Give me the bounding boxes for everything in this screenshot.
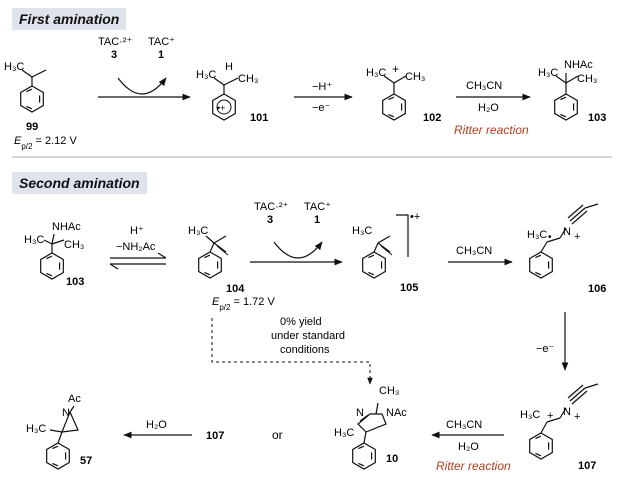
atom-label-h3c: H₃C — [188, 225, 208, 237]
reagent-label-3: 3 — [111, 49, 117, 61]
carbocation-plus: + — [392, 62, 399, 76]
reagent-h2o: H₂O — [458, 441, 479, 453]
reagent-tac-radical: TAC·²⁺ — [98, 36, 133, 48]
atom-label-ch3: CH₃ — [238, 73, 258, 85]
radical-cation-symbol: •+ — [410, 211, 420, 223]
compound-label-102: 102 — [423, 112, 441, 124]
nitrilium-plus: + — [574, 231, 580, 243]
molecule-103-start — [40, 233, 65, 280]
compound-label-101: 101 — [250, 112, 268, 124]
atom-label-nac: NAc — [386, 407, 407, 419]
molecule-105 — [362, 214, 409, 279]
reagent-ch3cn: CH₃CN — [446, 419, 482, 431]
atom-label-h3c: H₃C — [196, 69, 216, 81]
atom-label-h3c: H₃C — [352, 225, 372, 237]
molecule-101 — [212, 77, 239, 121]
molecule-99 — [20, 69, 47, 113]
compound-label-57: 57 — [80, 455, 92, 467]
section-header-second-amination: Second amination — [12, 172, 147, 194]
yield-annotation-line3: conditions — [280, 344, 330, 356]
dashed-arrow-104-to-10 — [211, 318, 373, 385]
atom-label-nhac: NHAc — [564, 59, 593, 71]
reagent-minus-nh2ac: −NH₂Ac — [116, 241, 156, 253]
equilibrium-arrow-103-104 — [109, 252, 167, 270]
atom-label-h3c: H₃C — [26, 423, 46, 435]
compound-label-10: 10 — [386, 453, 398, 465]
molecule-57 — [46, 405, 79, 470]
atom-label-ch3: CH₃ — [577, 73, 597, 85]
atom-label-nhac: NHAc — [52, 221, 81, 233]
atom-label-ac: Ac — [68, 393, 81, 405]
or-label: or — [272, 428, 283, 442]
curved-arrow-tac-2 — [273, 241, 323, 259]
compound-label-106: 106 — [588, 283, 606, 295]
compound-label-103: 103 — [66, 276, 84, 288]
molecule-104 — [198, 235, 229, 279]
reagent-minus-h: −H⁺ — [312, 81, 332, 93]
reagent-h2o: H₂O — [146, 419, 167, 431]
ritter-reaction-label-1: Ritter reaction — [454, 123, 529, 137]
nitrilium-plus: + — [574, 411, 580, 423]
atom-label-h3c: H₃C — [527, 229, 547, 241]
potential-label-104: Ep/2 = 1.72 V — [212, 296, 275, 312]
section-header-first-amination: First amination — [12, 8, 127, 30]
atom-label-n: N — [563, 406, 571, 418]
reagent-minus-e: −e⁻ — [312, 102, 331, 114]
reagent-ch3cn: CH₃CN — [456, 245, 492, 257]
atom-label-h3c: H₃C — [366, 67, 386, 79]
atom-label-n: N — [563, 226, 571, 238]
reagent-ch3cn: CH₃CN — [466, 80, 502, 92]
atom-label-n: N — [62, 407, 70, 419]
atom-label-h3c: H₃C — [4, 61, 24, 73]
molecule-102 — [382, 75, 407, 121]
compound-label-104: 104 — [226, 283, 245, 295]
yield-annotation-line1: 0% yield — [280, 316, 322, 328]
compound-label-107-left: 107 — [206, 430, 224, 442]
reagent-tac-radical: TAC·²⁺ — [254, 201, 289, 213]
reagent-h-plus: H⁺ — [130, 225, 144, 237]
atom-label-h3c: H₃C — [334, 427, 354, 439]
molecule-103 — [554, 73, 579, 121]
atom-label-h: H — [225, 61, 233, 73]
reagent-tac-plus: TAC⁺ — [304, 201, 331, 213]
atom-label-ch3: CH₃ — [379, 385, 399, 397]
reagent-h2o: H₂O — [478, 102, 499, 114]
compound-label-99: 99 — [26, 121, 38, 133]
compound-label-103: 103 — [588, 112, 606, 124]
radical-cation-symbol: •+ — [217, 103, 225, 113]
molecule-10 — [352, 402, 387, 470]
radical-dot: • — [548, 232, 552, 243]
reagent-label-1: 1 — [158, 49, 164, 61]
curved-arrow-tac-1 — [117, 77, 167, 95]
reagent-label-3: 3 — [267, 214, 273, 226]
atom-label-h3c: H₃C — [538, 67, 558, 79]
molecule-107 — [529, 383, 599, 460]
atom-label-n: N — [356, 407, 364, 419]
ritter-reaction-label-2: Ritter reaction — [436, 459, 511, 473]
reagent-minus-e: −e⁻ — [536, 343, 555, 355]
atom-label-ch3: CH₃ — [405, 71, 425, 83]
reagent-tac-plus: TAC⁺ — [148, 36, 175, 48]
reagent-label-1: 1 — [314, 214, 320, 226]
potential-label-99: Ep/2 = 2.12 V — [14, 135, 77, 151]
yield-annotation-line2: under standard — [271, 330, 345, 342]
atom-label-ch3: CH₃ — [64, 239, 84, 251]
atom-label-h3c: H₃C — [24, 234, 44, 246]
atom-label-h3c: H₃C — [520, 409, 540, 421]
carbocation-plus: + — [547, 410, 553, 422]
compound-label-107: 107 — [578, 460, 596, 472]
compound-label-105: 105 — [400, 282, 418, 294]
molecule-106 — [529, 203, 599, 279]
